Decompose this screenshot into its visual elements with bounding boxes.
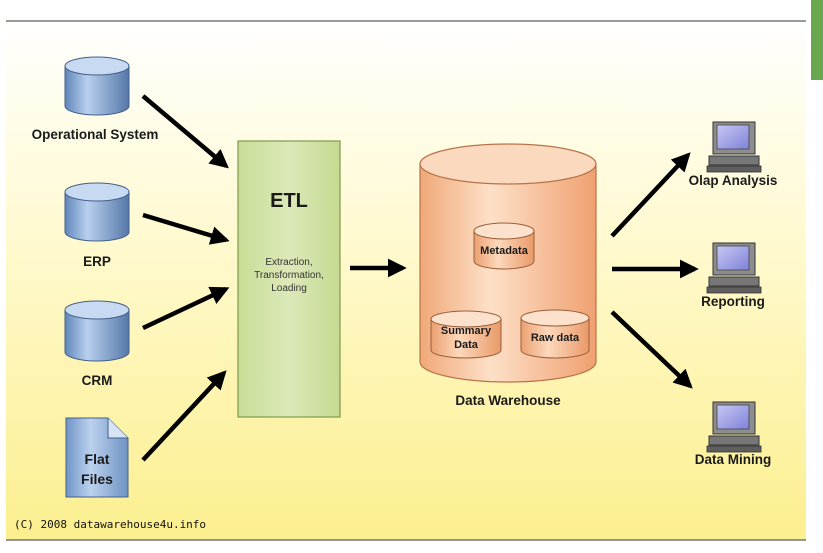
source-label: CRM xyxy=(82,373,113,388)
source-arrows xyxy=(141,94,230,462)
source-label: Operational System xyxy=(32,127,159,142)
database-icon xyxy=(64,300,130,362)
output-label: Data Mining xyxy=(695,452,772,467)
computer-icon xyxy=(706,242,762,294)
output-label: Olap Analysis xyxy=(689,173,778,188)
source-label-line-1: Flat xyxy=(85,451,110,467)
warehouse-label: Data Warehouse xyxy=(455,393,561,408)
diagram-background xyxy=(6,21,806,540)
arrow-to-olap xyxy=(610,152,691,238)
corner-accent-bar xyxy=(811,0,823,80)
output-label: Reporting xyxy=(701,294,765,309)
arrow-erp-to-etl xyxy=(142,212,230,245)
database-icon xyxy=(64,182,130,242)
source-flat-files: Flat Files xyxy=(65,417,129,498)
database-icon xyxy=(64,56,130,116)
arrow-flatfiles-to-etl xyxy=(141,370,227,462)
arrow-to-mining xyxy=(610,310,693,389)
source-operational-system: Operational System xyxy=(32,56,159,142)
output-arrows xyxy=(610,152,699,389)
etl-title: ETL xyxy=(270,190,308,212)
etl-rect xyxy=(237,140,341,418)
arrow-operational-to-etl xyxy=(141,94,229,169)
summary-label-line-2: Data xyxy=(454,339,479,351)
etl-box: ETL Extraction, Transformation, Loading xyxy=(237,140,341,418)
arrow-crm-to-etl xyxy=(142,286,230,331)
etl-desc-line-2: Transformation, xyxy=(254,270,324,281)
output-data-mining: Data Mining xyxy=(695,401,772,467)
data-warehouse: Metadata Summary Data Raw data Data Ware… xyxy=(419,143,597,408)
computer-icon xyxy=(706,121,762,173)
summary-label-line-1: Summary xyxy=(441,325,492,337)
source-crm: CRM xyxy=(64,300,130,388)
source-label-line-2: Files xyxy=(81,471,113,487)
source-erp: ERP xyxy=(64,182,130,269)
copyright-text: (C) 2008 datawarehouse4u.info xyxy=(14,518,206,531)
computer-icon xyxy=(706,401,762,453)
output-reporting: Reporting xyxy=(701,242,765,309)
raw-data-store: Raw data xyxy=(520,309,590,359)
etl-desc-line-3: Loading xyxy=(271,283,307,294)
raw-data-label: Raw data xyxy=(531,332,580,344)
source-label: ERP xyxy=(83,254,111,269)
document-fold xyxy=(107,418,128,439)
metadata-label: Metadata xyxy=(480,245,529,257)
output-olap-analysis: Olap Analysis xyxy=(689,121,778,188)
summary-data-store: Summary Data xyxy=(430,310,502,359)
etl-desc-line-1: Extraction, xyxy=(265,257,312,268)
metadata-store: Metadata xyxy=(473,222,535,270)
